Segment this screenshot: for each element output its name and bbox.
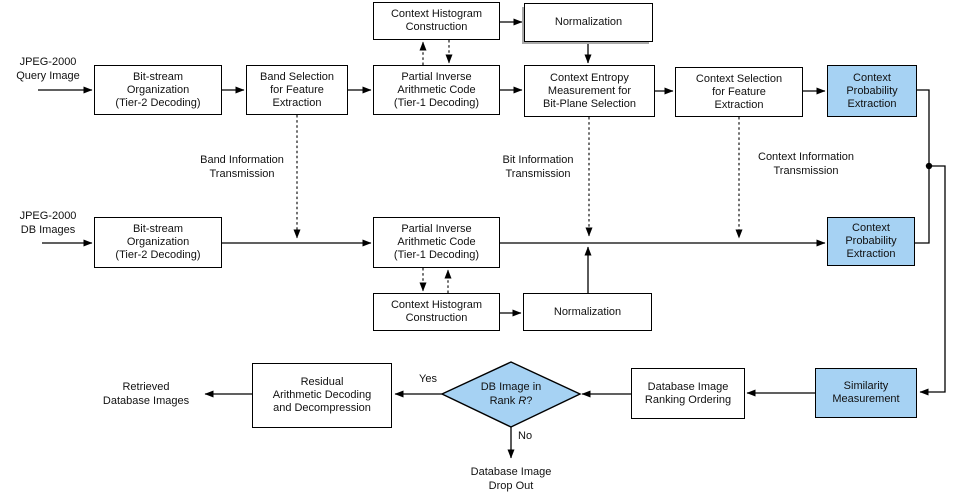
db-input-label: JPEG-2000 DB Images: [19, 210, 77, 236]
dashed-arrows: [293, 40, 743, 293]
box-context-histogram-bottom: Context Histogram Construction: [373, 293, 500, 331]
solid-arrows: [38, 18, 946, 459]
junction-dot: [925, 162, 933, 170]
band-info-label: Band Information Transmission: [200, 154, 284, 180]
box-query-context-selection: Context Selection for Feature Extraction: [675, 67, 803, 117]
decision-diamond: [440, 361, 582, 428]
box-residual-decoding: Residual Arithmetic Decoding and Decompr…: [252, 363, 392, 428]
box-normalization-bottom: Normalization: [523, 293, 652, 331]
decision-label: DB Image in Rank R?: [452, 381, 570, 408]
query-input-label: JPEG-2000 Query Image: [16, 56, 80, 82]
arrow-junction-to-similarity: [919, 165, 946, 396]
line-query-probability-to-junction: [917, 89, 930, 164]
drop-out-label: Database Image Drop Out: [470, 466, 552, 492]
box-similarity-measurement: Similarity Measurement: [815, 368, 917, 418]
box-db-context-probability: Context Probability Extraction: [827, 217, 915, 266]
box-query-bitstream: Bit-stream Organization (Tier-2 Decoding…: [94, 65, 222, 115]
decision-label-line2: Rank R?: [489, 394, 533, 407]
box-normalization-top: Normalization: [524, 3, 653, 42]
box-query-band-selection: Band Selection for Feature Extraction: [246, 65, 348, 115]
box-ranking-ordering: Database Image Ranking Ordering: [631, 368, 745, 419]
decision-label-line1: DB Image in: [480, 381, 542, 393]
no-label: No: [518, 430, 533, 442]
box-context-histogram-top: Context Histogram Construction: [373, 2, 500, 40]
line-db-probability-to-junction: [915, 168, 930, 244]
box-db-partial-inverse: Partial Inverse Arithmetic Code (Tier-1 …: [373, 217, 500, 268]
yes-label: Yes: [419, 373, 437, 385]
retrieved-output-label: Retrieved Database Images: [102, 381, 190, 407]
box-db-bitstream: Bit-stream Organization (Tier-2 Decoding…: [94, 217, 222, 268]
box-query-context-probability: Context Probability Extraction: [827, 65, 917, 117]
context-info-label: Context Information Transmission: [758, 151, 854, 177]
box-query-partial-inverse: Partial Inverse Arithmetic Code (Tier-1 …: [373, 65, 500, 115]
solid-lines: [915, 89, 930, 244]
box-query-context-entropy: Context Entropy Measurement for Bit-Plan…: [524, 65, 655, 117]
rank-variable: R: [518, 394, 527, 407]
bit-info-label: Bit Information Transmission: [502, 154, 574, 180]
